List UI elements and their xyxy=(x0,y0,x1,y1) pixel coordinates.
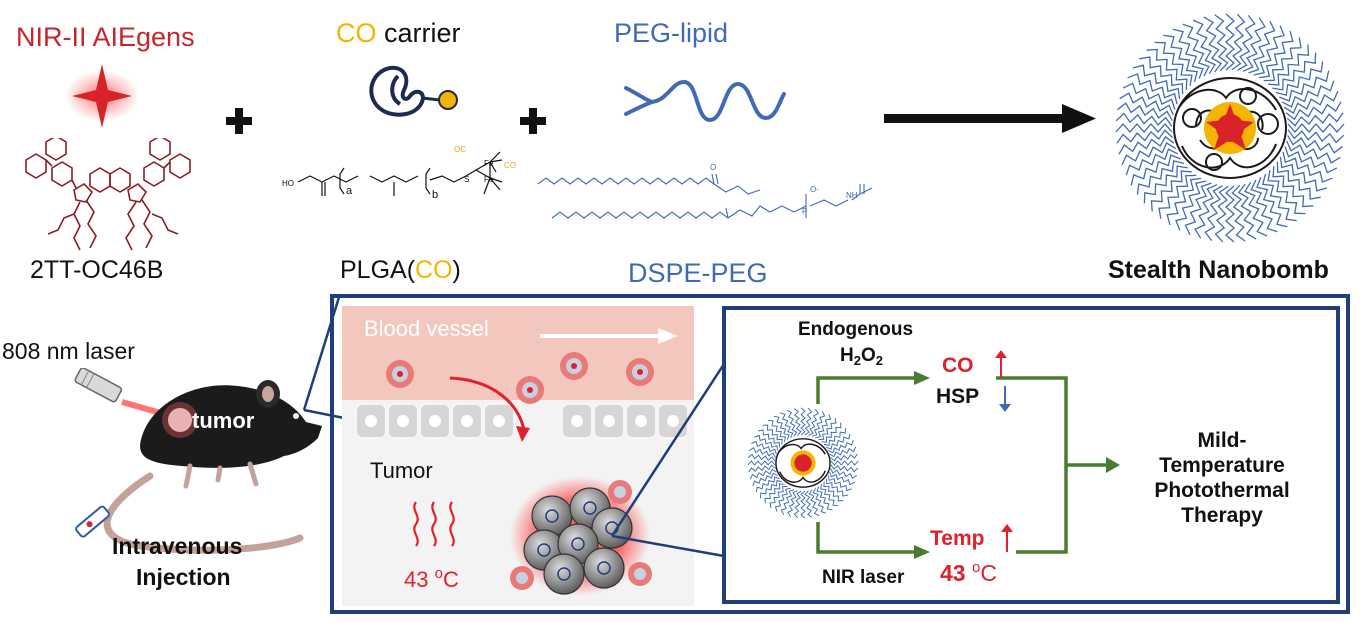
therapy-line3: Photothermal xyxy=(1154,479,1290,502)
plga-prefix: PLGA( xyxy=(340,256,416,284)
vessel-temp-value: 43 xyxy=(404,567,435,592)
mech-temp-degree: o xyxy=(971,559,981,576)
plga-s-label: S xyxy=(464,175,469,184)
plus-icon xyxy=(226,108,252,134)
injection-line1: Intravenous xyxy=(112,533,243,559)
mechanism-flow-arrows xyxy=(816,371,1120,559)
plga-co-text: CO xyxy=(415,256,453,284)
small-nanobomb-icon xyxy=(747,407,859,519)
peg-lipid-label: PEG-lipid xyxy=(614,18,729,48)
arrow-right-icon xyxy=(884,104,1096,133)
mech-temp-value: 43 xyxy=(940,560,972,586)
dspe-peg-name: DSPE-PEG xyxy=(628,258,768,288)
co-label: CO xyxy=(942,354,974,377)
plga-name: PLGA(CO) xyxy=(340,258,461,283)
mechanism-temperature: 43 oC xyxy=(940,560,997,585)
therapy-result: Mild- Temperature Photothermal Therapy xyxy=(1122,428,1322,528)
dspe-o-label: O xyxy=(710,163,716,172)
zoom-connector xyxy=(610,363,726,558)
carrier-text: carrier xyxy=(376,18,461,48)
aiegen-molecule-name: 2TT-OC46B xyxy=(30,256,164,284)
injection-line2: Injection xyxy=(136,564,231,590)
mouse-illustration xyxy=(74,368,322,554)
h2o2-h: H xyxy=(840,345,854,366)
hsp-label: HSP xyxy=(936,385,980,408)
dspe-peg-structure: O P O- NH xyxy=(537,163,873,219)
plga-fe1-label: Fe xyxy=(484,159,494,168)
plga-ho-label: HO xyxy=(282,179,294,188)
vessel-temperature: 43 oC xyxy=(404,566,459,591)
co-carrier-label: CO carrier xyxy=(336,20,461,47)
therapy-line1: Mild- xyxy=(1197,429,1247,452)
h2o2-sub2: 2 xyxy=(875,353,883,368)
plga-suffix: ) xyxy=(452,256,461,284)
h2o2-label: H2O2 xyxy=(840,346,883,367)
tumor-label: tumor xyxy=(192,408,255,433)
heat-waves-icon xyxy=(413,501,455,547)
plga-b-label: b xyxy=(432,189,438,201)
aiegen-molecule xyxy=(25,138,191,251)
stealth-nanobomb-label: Stealth Nanobomb xyxy=(1108,256,1329,284)
vessel-temp-degree: o xyxy=(434,565,443,582)
temp-arrow-up-icon xyxy=(1001,524,1013,552)
plus-icon xyxy=(520,108,546,134)
plga-co-label: CO xyxy=(504,161,516,170)
zoom-lines xyxy=(302,293,345,420)
temp-label: Temp xyxy=(930,527,985,550)
stealth-nanobomb-icon xyxy=(1115,13,1345,243)
co-text: CO xyxy=(336,18,377,48)
therapy-line4: Therapy xyxy=(1181,504,1263,527)
aiegen-star-icon xyxy=(64,64,140,128)
plga-oc-label: OC xyxy=(454,145,466,154)
tumor-microenvironment-panel xyxy=(330,294,1350,614)
h2o2-o: O xyxy=(860,345,876,366)
laser-label: 808 nm laser xyxy=(2,338,135,364)
plga-fe2-label: Fe xyxy=(484,175,494,184)
endothelium xyxy=(355,403,689,439)
plga-a-label: a xyxy=(346,185,353,197)
arrow-down-icon xyxy=(999,386,1011,412)
dspe-p-label: P xyxy=(802,207,807,216)
co-carrier-icon xyxy=(369,65,458,117)
nanoparticles-in-vessel xyxy=(386,352,654,442)
nir-laser-label: NIR laser xyxy=(822,567,905,588)
arrow-up-icon xyxy=(995,350,1007,378)
mechanism-panel xyxy=(722,306,1340,604)
mech-temp-unit: C xyxy=(980,560,997,586)
peg-lipid-icon xyxy=(624,79,786,123)
blood-vessel-label: Blood vessel xyxy=(364,316,489,341)
tumor-cell-cluster xyxy=(510,476,652,596)
therapy-line2: Temperature xyxy=(1159,454,1285,477)
vessel-temp-unit: C xyxy=(442,567,459,592)
tumor-region-label: Tumor xyxy=(370,458,433,483)
flow-arrow-icon xyxy=(540,328,678,344)
dspe-oneg-label: O- xyxy=(810,185,819,194)
endogenous-label: Endogenous xyxy=(798,319,914,340)
plga-co-structure: HO a b S Fe Fe CO OC xyxy=(282,145,516,201)
aiegens-label: NIR-II AIEgens xyxy=(16,22,195,52)
h2o2-sub1: 2 xyxy=(853,353,861,368)
dspe-nh-label: NH xyxy=(846,191,858,200)
